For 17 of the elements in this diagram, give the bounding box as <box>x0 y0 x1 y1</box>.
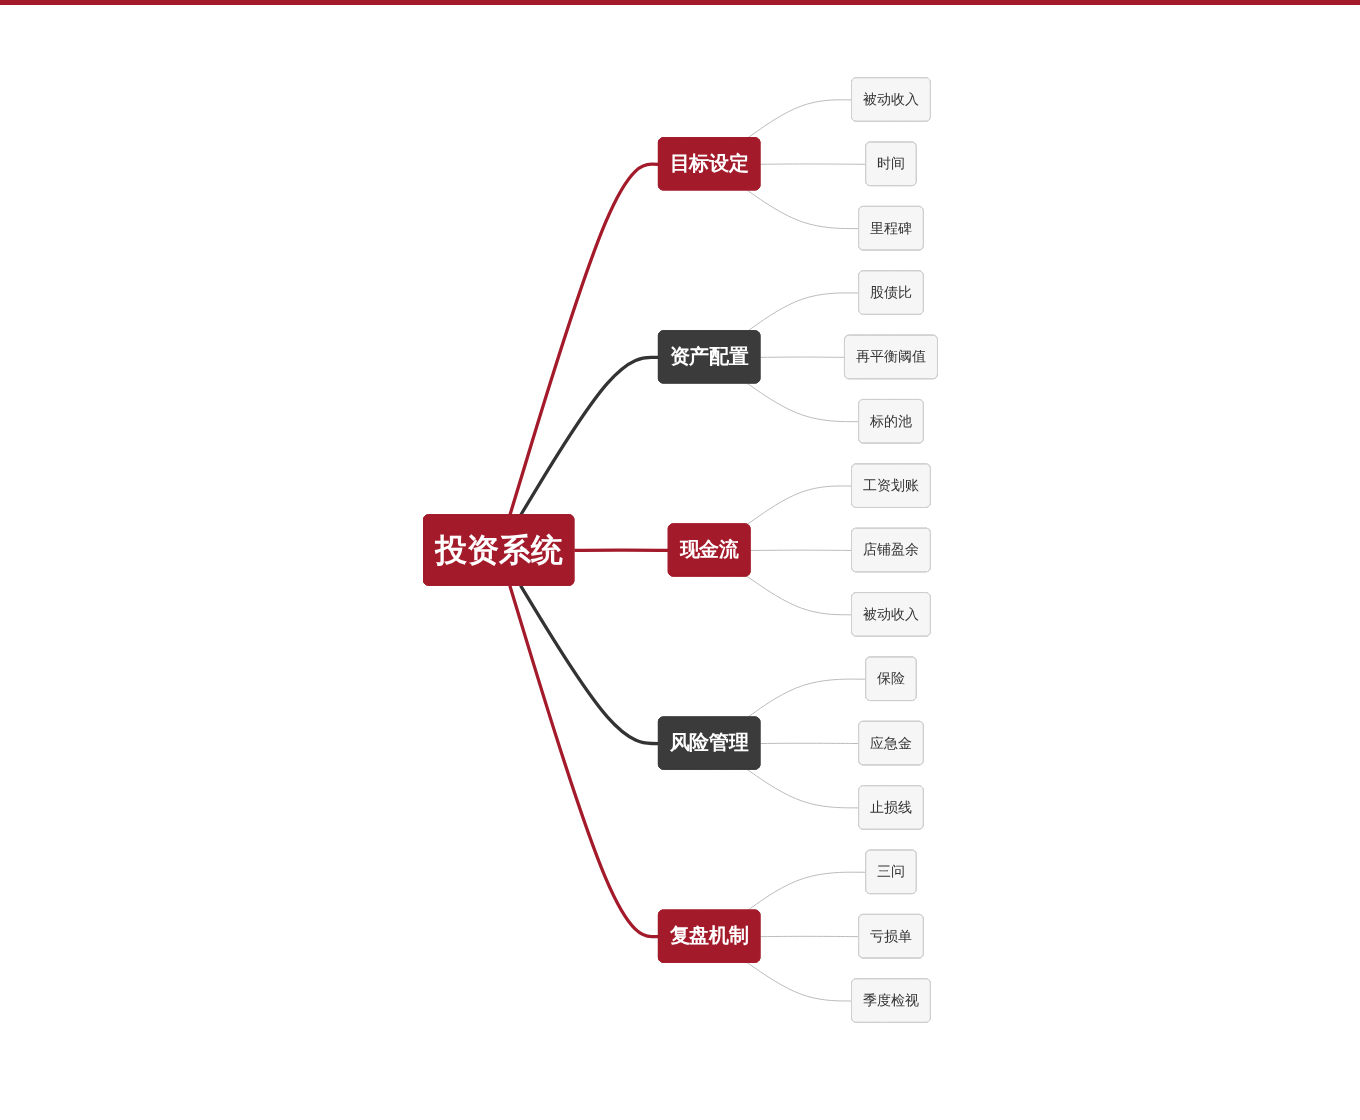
connector-line <box>746 575 852 616</box>
connector-line <box>746 769 859 809</box>
connector-line <box>746 485 852 526</box>
connector-line <box>518 584 659 746</box>
connector-line <box>749 549 852 551</box>
connector-line <box>746 382 859 423</box>
connector-line <box>759 356 845 358</box>
connector-line <box>507 162 659 516</box>
connector-line <box>573 548 669 553</box>
connector-line <box>759 935 859 938</box>
connector-line <box>759 163 867 165</box>
connector-line <box>746 962 852 1002</box>
connector-line <box>746 189 859 230</box>
connector-line <box>746 678 867 718</box>
connector-line <box>746 871 867 912</box>
connector-line <box>759 742 859 745</box>
connector-line <box>507 585 659 939</box>
